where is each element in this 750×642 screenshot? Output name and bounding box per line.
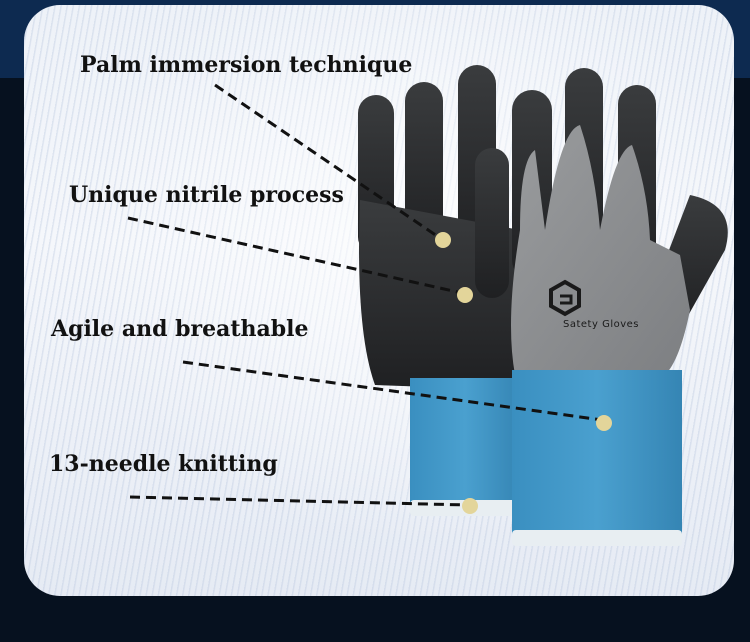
- feature-label-nitrile-process: Unique nitrile process: [69, 182, 344, 208]
- callout-lines: [127, 83, 603, 507]
- brand-mark: Satety Gloves: [551, 285, 651, 330]
- glove-illustration: [127, 65, 728, 546]
- callout-dots: [435, 232, 612, 514]
- hexagon-g-logo-icon: [549, 279, 581, 317]
- feature-label-palm-immersion: Palm immersion technique: [80, 52, 413, 78]
- front-glove: [475, 68, 728, 546]
- feature-label-breathable: Agile and breathable: [51, 316, 309, 342]
- brand-text: Satety Gloves: [563, 319, 639, 330]
- product-card: Satety Gloves: [24, 5, 734, 596]
- feature-label-knitting: 13-needle knitting: [49, 451, 278, 477]
